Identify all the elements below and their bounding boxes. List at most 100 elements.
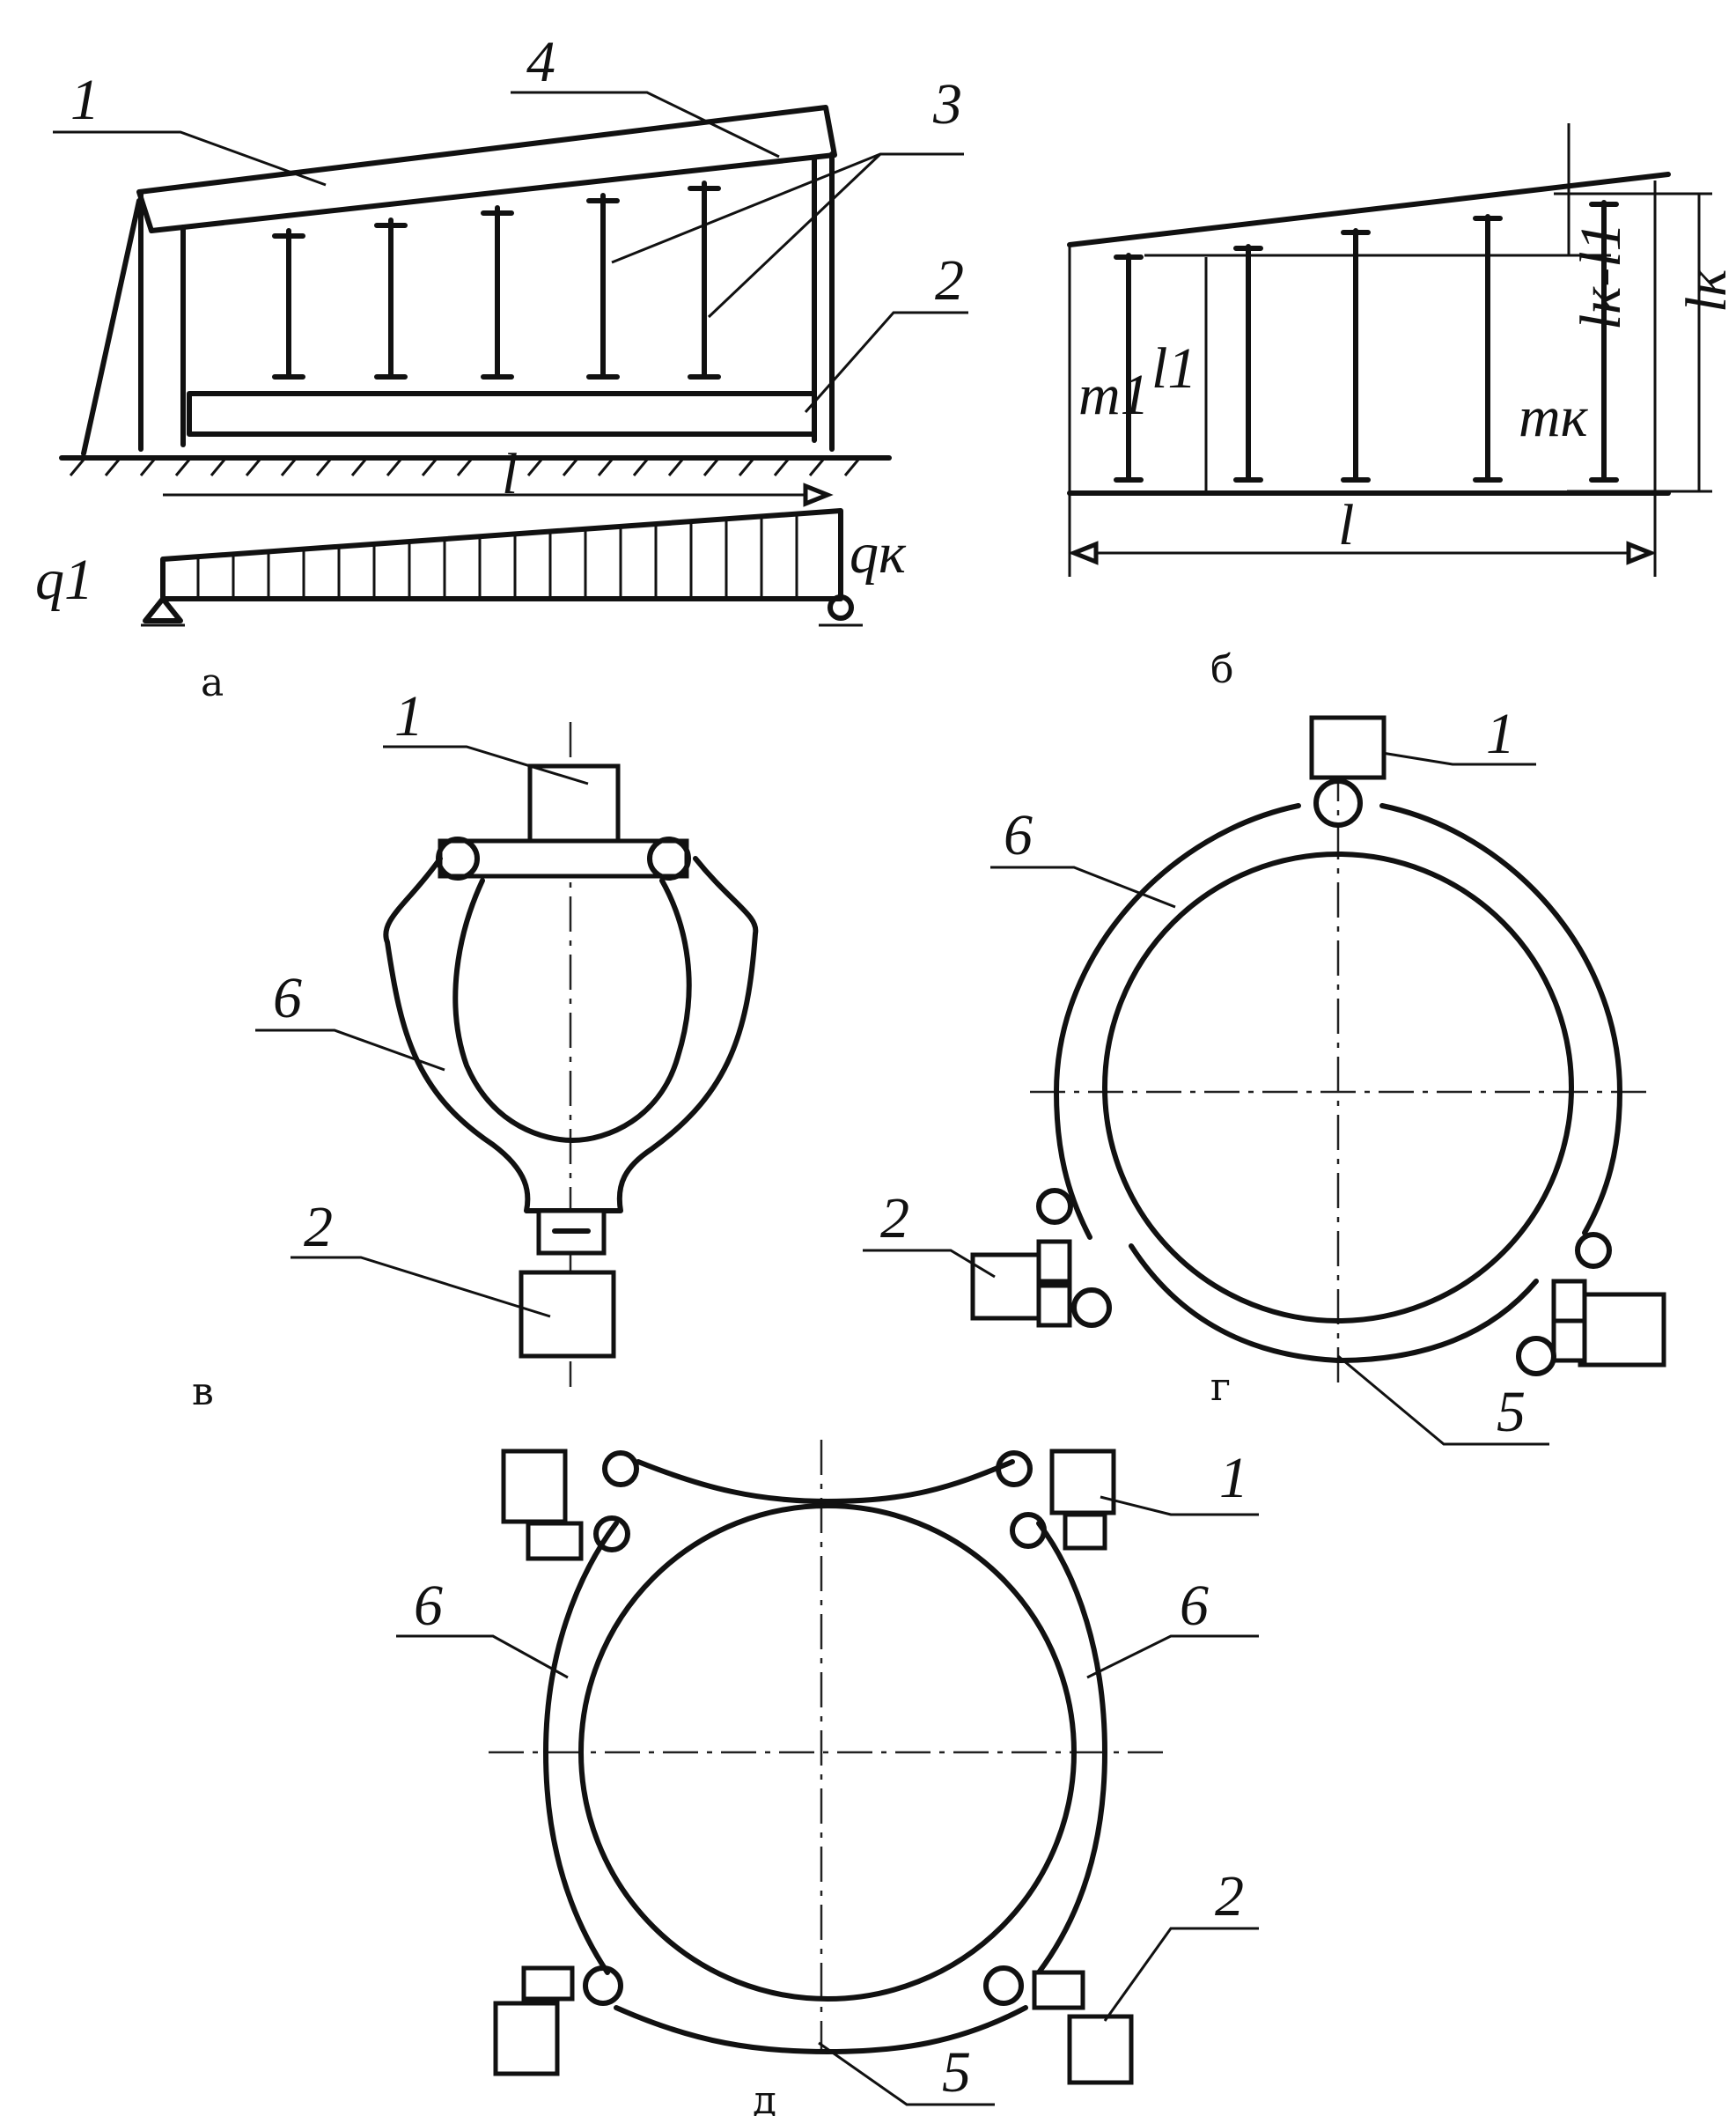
bottom-chord: [187, 391, 817, 437]
callout-leader-1g: [1381, 751, 1536, 766]
pinned-support-left: [141, 596, 185, 627]
callout-leader-6d-left: [396, 1634, 569, 1679]
pin-right-v: [647, 837, 691, 881]
ring-outer-g: [1054, 803, 1301, 1240]
ring-top-band-d: [636, 1459, 1015, 1504]
right-pin-g-lower: [1516, 1336, 1556, 1376]
left-pin-g-lower: [1071, 1287, 1112, 1328]
span-arrow-b-left: [1068, 541, 1099, 565]
panel-b: m1 l1 lк-l1 mк lк l б: [1067, 123, 1736, 692]
panel-a: 1 4 3 2 l q1 qк а: [35, 30, 968, 705]
span-label-b: l: [1338, 493, 1354, 557]
roller-support-right: [819, 594, 863, 627]
left-brace: [81, 198, 142, 456]
callout-leader-1d: [1100, 1495, 1259, 1516]
top-right-pin-d-1: [996, 1450, 1033, 1487]
callout-6-d-left: 6: [414, 1574, 443, 1638]
callout-leader-6d-right: [1086, 1634, 1259, 1679]
callout-1-a: 1: [70, 68, 99, 132]
top-left-small-d: [526, 1521, 584, 1561]
callout-2-g: 2: [880, 1186, 909, 1250]
callout-leader-2d: [1103, 1927, 1259, 2022]
callout-2-a: 2: [935, 248, 964, 313]
ring-outer-g-right: [1379, 803, 1622, 1235]
top-left-block-d: [501, 1449, 568, 1524]
callout-5-g: 5: [1497, 1380, 1526, 1444]
callout-leader-1a: [53, 130, 327, 187]
top-pin-g: [1313, 778, 1363, 828]
ring-outer-d-right: [1036, 1521, 1107, 1975]
dim-label-lk: lк: [1674, 269, 1736, 313]
load-diagram-ordinates: [196, 514, 798, 599]
callout-4-a: 4: [526, 30, 555, 94]
load-label-qk: qк: [850, 521, 907, 586]
right-block-g-2: [1551, 1318, 1587, 1363]
bottom-left-small-d: [521, 1965, 575, 2002]
dim-label-mk: mк: [1519, 385, 1589, 449]
callout-6-v: 6: [273, 966, 302, 1030]
callout-6-g: 6: [1004, 803, 1033, 867]
dim-label-m1: m1: [1078, 363, 1150, 427]
top-left-pin-d-1: [602, 1450, 639, 1487]
callout-1-d: 1: [1219, 1446, 1248, 1510]
load-diagram: [160, 508, 843, 601]
caption-a: а: [201, 660, 224, 705]
callout-leader-5d: [818, 2041, 995, 2106]
callout-1-g: 1: [1486, 702, 1515, 766]
ring-inner-g: [1102, 852, 1574, 1323]
panel-v: 1 6 2 в: [192, 684, 759, 1414]
left-block-g-1: [1036, 1239, 1072, 1284]
dim-label-l1: l1: [1151, 336, 1196, 401]
callout-leader-5g: [1337, 1354, 1549, 1446]
bottom-left-pin-d: [583, 1965, 623, 2006]
callout-leader-6v: [255, 1029, 445, 1072]
bottom-right-pin-d: [983, 1965, 1024, 2006]
clamp-inner-v: [452, 878, 692, 1143]
sensor-1-g: [1309, 715, 1387, 780]
callout-5-d: 5: [942, 2040, 971, 2105]
callout-leader-1v: [383, 745, 589, 785]
hangers-b: [1114, 200, 1619, 483]
callout-6-d-right: 6: [1180, 1574, 1209, 1638]
left-pin-g-upper: [1036, 1188, 1073, 1225]
caption-d: д: [753, 2078, 776, 2116]
callout-2-d: 2: [1215, 1864, 1244, 1928]
ring-bottom-band-d: [614, 2005, 1028, 2054]
top-left-pin-d-2: [593, 1515, 630, 1552]
sensor-1-d: [1049, 1449, 1116, 1515]
bottom-right-small-d: [1032, 1970, 1085, 2010]
callout-3-a: 3: [932, 72, 962, 136]
panel-g: 1 6 2 5 г: [863, 702, 1666, 1446]
caption-g: г: [1210, 1365, 1231, 1410]
callout-leader-6g: [990, 866, 1176, 909]
caption-b: б: [1210, 647, 1234, 692]
left-block-g-2: [1036, 1283, 1072, 1328]
right-sensor-g: [1578, 1292, 1666, 1368]
span-arrow-b-right: [1626, 541, 1657, 565]
sensor-2-v: [519, 1270, 616, 1359]
hangers: [272, 181, 721, 380]
sensor-1-v: [527, 763, 621, 855]
callout-leader-2v: [291, 1256, 551, 1318]
callout-leader-2a: [804, 311, 968, 413]
callout-leader-2g: [863, 1249, 996, 1279]
right-block-g-1: [1551, 1279, 1587, 1323]
right-pin-g-upper: [1575, 1232, 1612, 1269]
sensor-2-d: [1067, 2014, 1134, 2085]
caption-v: в: [192, 1369, 214, 1414]
bottom-left-block-d: [493, 2001, 560, 2076]
span-label-a: l: [502, 442, 518, 506]
ground-hatching: [69, 459, 860, 476]
load-label-q1: q1: [35, 548, 93, 612]
span-arrow-a: [803, 483, 834, 507]
ring-lower-band-g: [1129, 1243, 1539, 1363]
ring-inner-d: [578, 1503, 1077, 2002]
sensor-2-g: [970, 1252, 1044, 1321]
callout-leader-4a: [511, 91, 780, 159]
ring-outer-d-left: [543, 1521, 619, 1975]
top-right-small-d: [1063, 1512, 1107, 1551]
panel-d: 1 6 6 2 5 д: [396, 1440, 1259, 2116]
callout-leader-3a: [611, 152, 964, 319]
dim-label-lk-l1: lк-l1: [1569, 222, 1633, 330]
top-right-pin-d-2: [1010, 1512, 1047, 1549]
